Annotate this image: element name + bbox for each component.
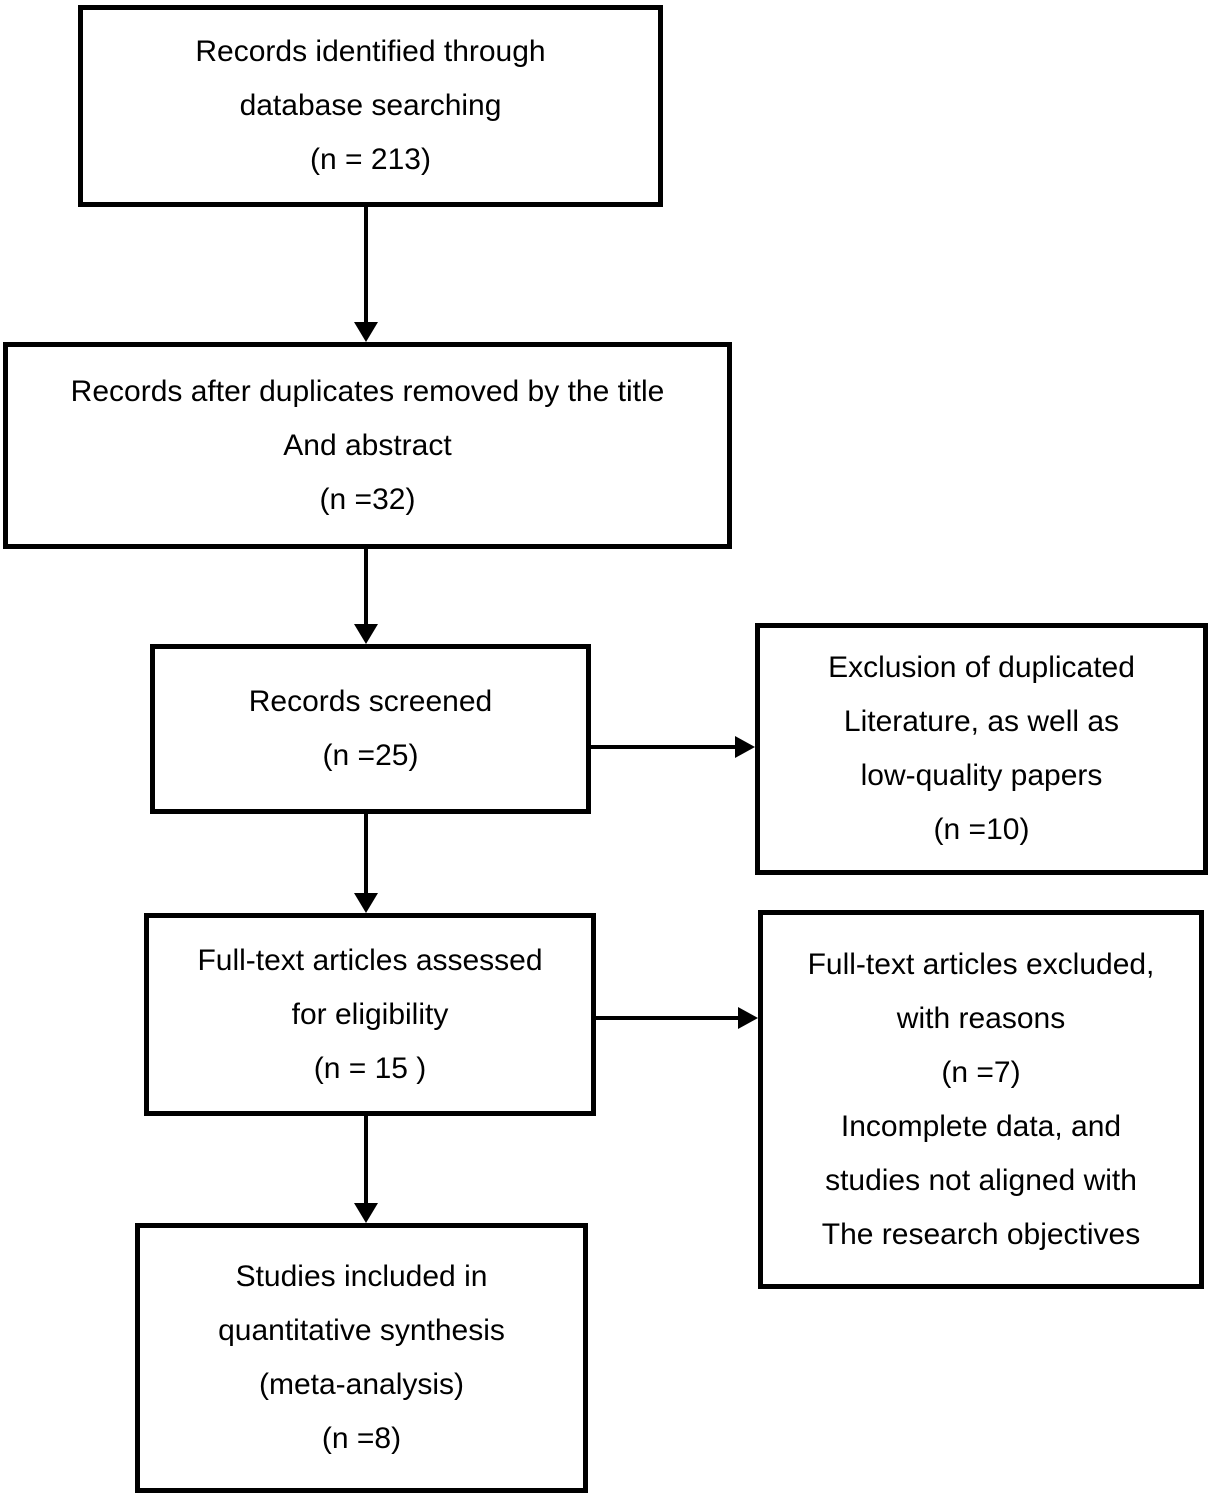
node-records-screened-label: Records screened (n =25) — [248, 685, 493, 772]
node-fulltext-assessed: Full-text articles assessed for eligibil… — [144, 913, 596, 1116]
node-records-screened: Records screened (n =25) — [150, 644, 591, 814]
node-fulltext-excluded: Full-text articles excluded, with reason… — [758, 910, 1204, 1289]
node-studies-included: Studies included in quantitative synthes… — [135, 1223, 588, 1493]
arrow-line — [595, 1016, 740, 1020]
arrowhead-down-icon — [354, 624, 378, 644]
arrow-line — [590, 745, 737, 749]
arrowhead-right-icon — [738, 1007, 758, 1029]
arrowhead-down-icon — [354, 322, 378, 342]
arrowhead-right-icon — [735, 736, 755, 758]
arrow-line — [364, 207, 368, 324]
node-exclusion-duplicated: Exclusion of duplicated Literature, as w… — [755, 623, 1208, 875]
arrowhead-down-icon — [354, 1203, 378, 1223]
arrow-line — [364, 1116, 368, 1205]
node-records-deduplicated: Records after duplicates removed by the … — [3, 342, 732, 549]
node-exclusion-duplicated-label: Exclusion of duplicated Literature, as w… — [828, 651, 1135, 846]
node-studies-included-label: Studies included in quantitative synthes… — [218, 1260, 505, 1455]
node-fulltext-excluded-label: Full-text articles excluded, with reason… — [807, 947, 1155, 1251]
node-fulltext-assessed-label: Full-text articles assessed for eligibil… — [197, 943, 543, 1085]
node-records-identified-label: Records identified through database sear… — [195, 35, 546, 176]
arrow-line — [364, 549, 368, 626]
node-records-identified: Records identified through database sear… — [78, 5, 663, 207]
node-records-deduplicated-label: Records after duplicates removed by the … — [70, 374, 665, 516]
arrowhead-down-icon — [354, 893, 378, 913]
arrow-line — [364, 814, 368, 895]
